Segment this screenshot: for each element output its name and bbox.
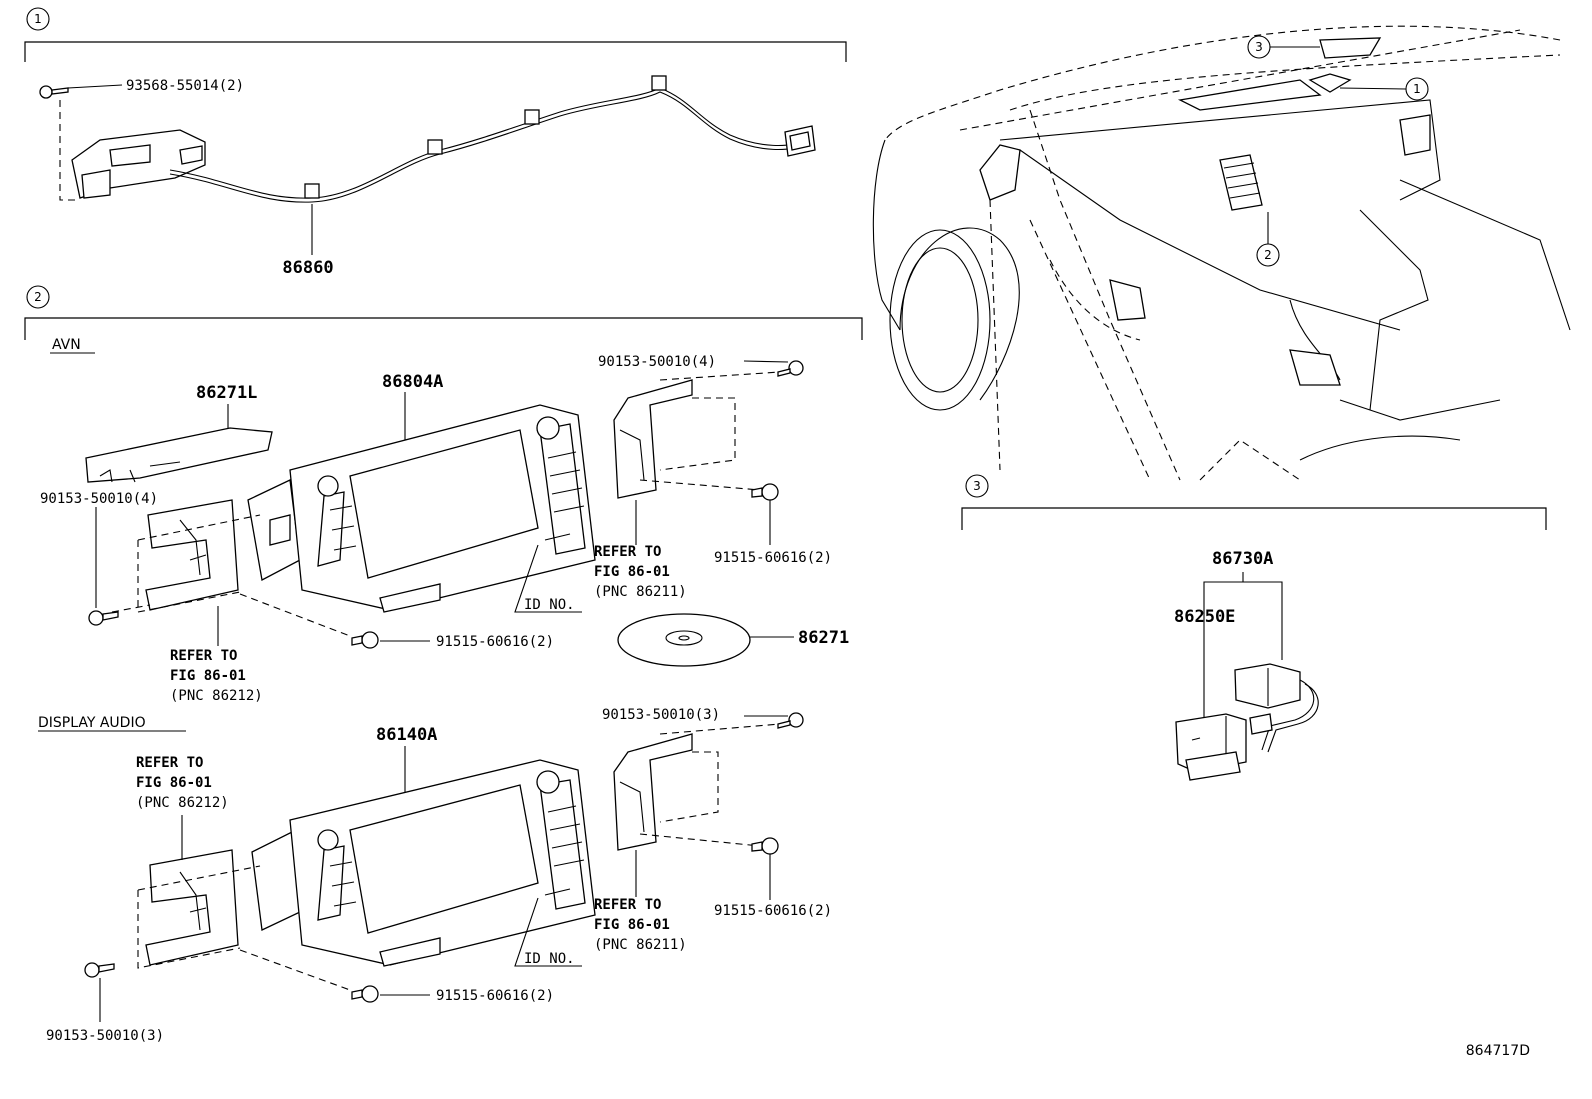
cable-clip-icon [304, 75, 667, 199]
display-audio-head-unit-illustration [251, 759, 596, 967]
avn-refer-right-line-3: (PNC 86211) [594, 584, 687, 600]
display-audio-refer-left-line-3: (PNC 86212) [136, 795, 229, 811]
section-3-badge [965, 474, 989, 498]
avn-refer-left-line-2: FIG 86-01 [170, 668, 246, 684]
avn-heading: AVN [52, 337, 81, 353]
pnc-86860: 86860 [282, 258, 333, 278]
display-audio-refer-right-line-3: (PNC 86211) [594, 937, 687, 953]
avn-top-bracket-illustration [85, 427, 273, 483]
section-2: 2 AVN 86804A 86271L [24, 285, 863, 1044]
screw-label-display-audio-bottom: 91515-60616(2) [436, 988, 554, 1004]
display-audio-heading: DISPLAY AUDIO [38, 715, 146, 731]
display-audio-refer-left-line-2: FIG 86-01 [136, 775, 212, 791]
section-1: 1 93568-55014(2) 868 [24, 7, 847, 278]
pnc-86140A: 86140A [376, 725, 437, 745]
avn-refer-left-line-3: (PNC 86212) [170, 688, 263, 704]
screw-label-display-audio-right: 91515-60616(2) [714, 903, 832, 919]
bolt-label-display-audio-left: 90153-50010(3) [46, 1028, 164, 1044]
pnc-86271L: 86271L [196, 383, 257, 403]
avn-left-bracket-illustration [145, 499, 239, 611]
callout-1-badge: 1 [1339, 77, 1429, 101]
avn-head-unit-illustration [247, 404, 596, 613]
svg-text:1: 1 [1413, 82, 1421, 96]
bolt-label-display-audio-right: 90153-50010(3) [602, 707, 720, 723]
connector-module-illustration [1175, 713, 1247, 781]
section-2-badge-number: 2 [34, 290, 42, 304]
section-1-badge [26, 7, 50, 31]
vehicle-interior-illustration: 3 1 2 [872, 25, 1571, 481]
display-audio-id-no-label: ID NO. [524, 951, 575, 967]
display-audio-refer-right-line-1: REFER TO [594, 897, 661, 913]
bolt-label-avn-right: 90153-50010(4) [598, 354, 716, 370]
bolt-icon [39, 85, 69, 99]
screw-icon [351, 631, 379, 649]
screw-icon [751, 837, 779, 855]
avn-right-bracket-illustration [613, 379, 693, 499]
bolt-icon [88, 610, 119, 626]
svg-text:3: 3 [1255, 40, 1263, 54]
avn-id-no-label: ID NO. [524, 597, 575, 613]
screw-icon [751, 483, 779, 501]
callout-2-badge: 2 [1256, 212, 1280, 267]
section-1-frame [24, 41, 847, 62]
section-3-frame [961, 507, 1547, 530]
section-3-badge-number: 3 [973, 479, 981, 493]
display-audio-right-bracket-illustration [613, 733, 693, 851]
connector-bracket-illustration [71, 129, 206, 199]
bolt-label-93568: 93568-55014(2) [126, 78, 244, 94]
section-2-frame [24, 317, 863, 340]
avn-refer-right-line-1: REFER TO [594, 544, 661, 560]
section-1-badge-number: 1 [34, 12, 42, 26]
avn-refer-left-line-1: REFER TO [170, 648, 237, 664]
screw-label-avn-bottom: 91515-60616(2) [436, 634, 554, 650]
bolt-label-avn-left: 90153-50010(4) [40, 491, 158, 507]
bolt-icon [777, 360, 804, 377]
section-2-badge [26, 285, 50, 309]
bolt-icon [777, 712, 804, 729]
pnc-86250E: 86250E [1174, 607, 1235, 627]
pnc-86804A: 86804A [382, 372, 443, 392]
diagram-id-label: 864717D [1466, 1043, 1530, 1059]
bolt-icon [84, 962, 115, 978]
pnc-86730A: 86730A [1212, 549, 1273, 569]
screw-label-avn-right: 91515-60616(2) [714, 550, 832, 566]
disc-icon [617, 613, 751, 667]
display-audio-refer-left-line-1: REFER TO [136, 755, 203, 771]
display-audio-refer-right-line-2: FIG 86-01 [594, 917, 670, 933]
pnc-86271: 86271 [798, 628, 849, 648]
cable-connector-icon [784, 125, 816, 157]
svg-text:2: 2 [1264, 248, 1272, 262]
display-audio-left-bracket-illustration [145, 849, 239, 966]
callout-3-badge: 3 [1247, 35, 1320, 59]
antenna-cable [169, 87, 806, 199]
avn-refer-right-line-2: FIG 86-01 [594, 564, 670, 580]
relay-module-illustration [1234, 663, 1319, 753]
section-3: 3 86730A 86250E [961, 474, 1547, 781]
screw-icon [351, 985, 379, 1003]
